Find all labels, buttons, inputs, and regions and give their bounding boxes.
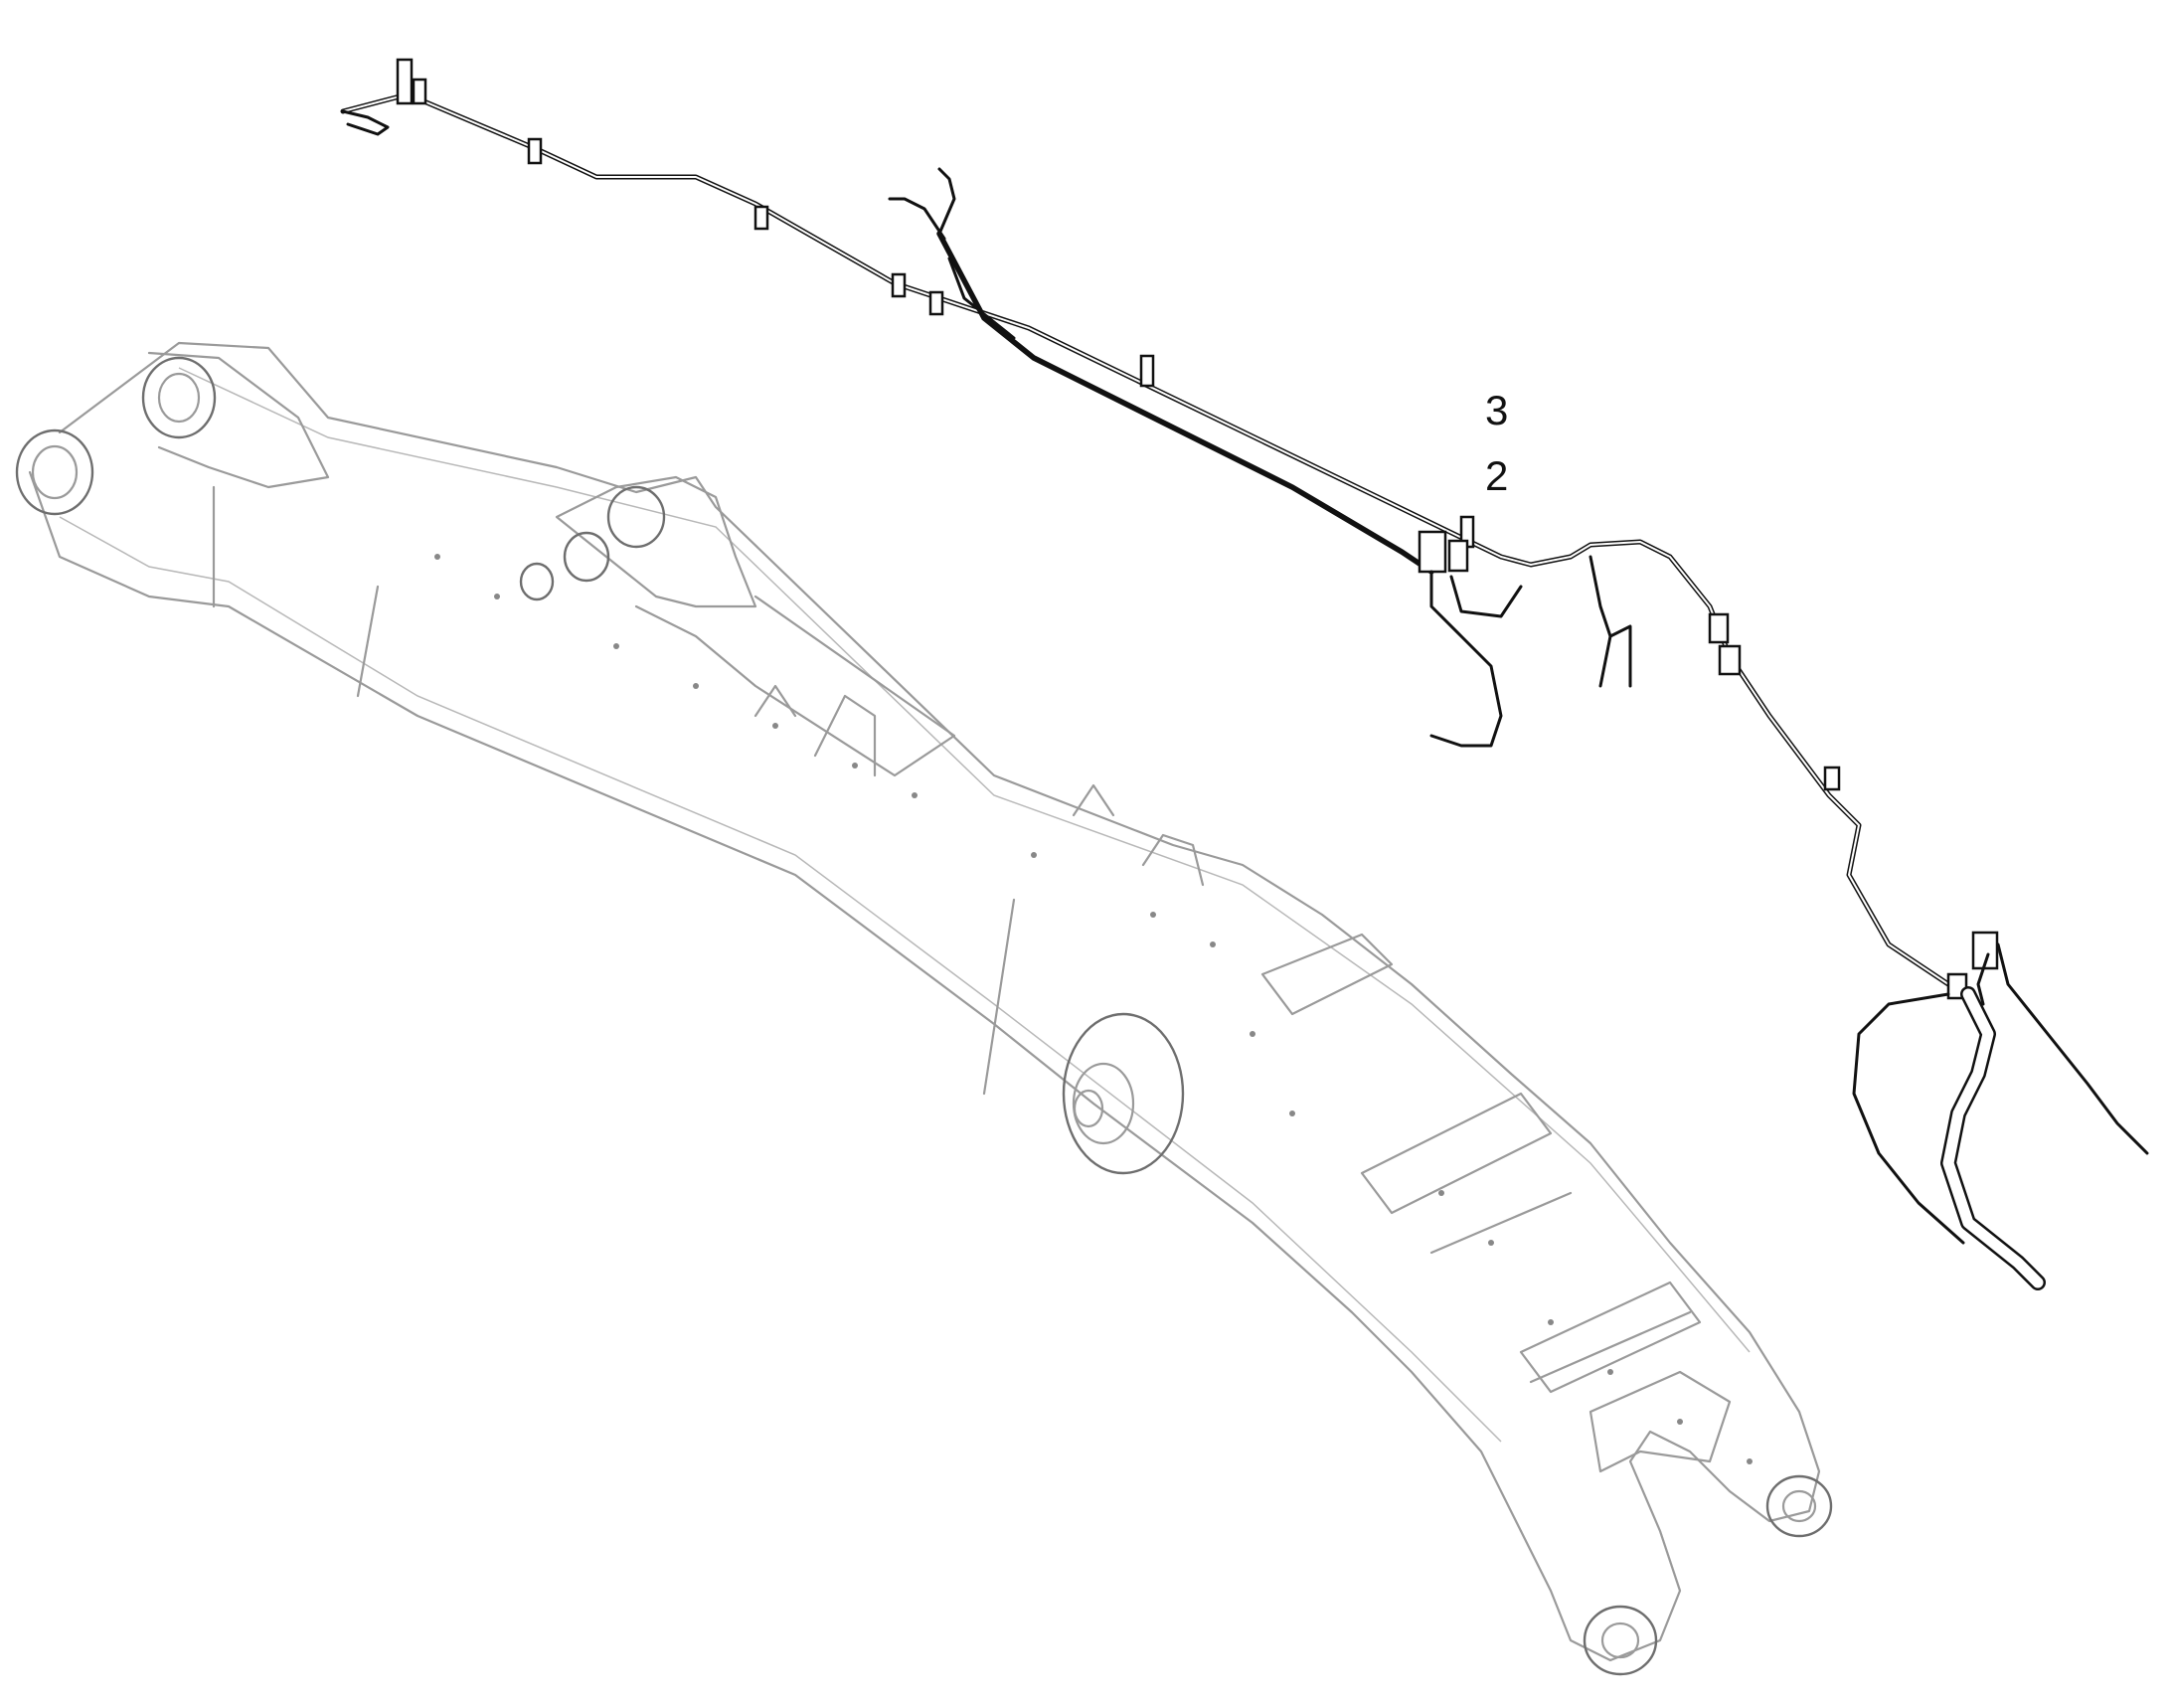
- tube-clamp-4: [928, 290, 944, 316]
- cylinder-pin-boss-1: [606, 485, 666, 549]
- boom-top-edge: [58, 341, 1821, 1662]
- front-cable-left: [1852, 992, 1965, 1245]
- foot-pin-boss-upper-inner: [157, 372, 201, 424]
- arm-pin-boss-upper: [1765, 1474, 1833, 1538]
- boom-bottom-edge-inner: [59, 516, 1502, 1443]
- top-plate-3: [1519, 1281, 1702, 1394]
- tube-end-left: [341, 109, 390, 136]
- arm-pin-boss-lower: [1583, 1605, 1658, 1676]
- cylinder-pin-boss-2: [563, 531, 610, 583]
- cable-harness-main: [936, 231, 1434, 575]
- foot-pin-boss-upper: [141, 356, 217, 439]
- lug-4: [813, 694, 877, 777]
- cylinder-pin-boss-3: [519, 562, 555, 601]
- lug-3: [753, 684, 797, 718]
- arm-pin-boss-lower-inner: [1600, 1622, 1640, 1659]
- tube-clamp-1: [527, 137, 543, 165]
- callout-label-2: 2: [1485, 452, 1509, 499]
- front-hose-inner: [1942, 988, 2044, 1288]
- arm-pin-boss-upper-inner: [1781, 1489, 1817, 1523]
- cable-harness-branch-1: [937, 167, 956, 236]
- tube-clamp-9: [1823, 766, 1841, 791]
- boom-section-line-4: [1429, 1191, 1573, 1255]
- junction-block: [1418, 530, 1447, 574]
- drop-cable-1: [1429, 570, 1503, 748]
- arm-fork-opening: [1588, 1370, 1732, 1473]
- junction-block-2: [1447, 539, 1469, 573]
- top-plate-2: [1360, 1092, 1553, 1215]
- hydraulic-tube-assembly: [340, 58, 2149, 1290]
- excavator-boom: [15, 341, 1833, 1676]
- cylinder-mount-gusset: [634, 595, 956, 777]
- mid-boom-boss: [1062, 1012, 1185, 1175]
- front-cable-right: [1996, 942, 2149, 1155]
- tube-clamp-3: [891, 272, 907, 298]
- callout-label-3: 3: [1485, 387, 1509, 433]
- lug-1: [1072, 783, 1115, 817]
- mid-boom-boss-inner: [1072, 1062, 1135, 1145]
- lug-2: [1141, 833, 1205, 887]
- mid-boom-boss-pin: [1073, 1089, 1104, 1128]
- cable-harness-branch-2: [888, 197, 946, 241]
- end-bracket-left-2: [412, 78, 427, 105]
- boom-section-line-2: [356, 585, 380, 698]
- tube-clamp-2: [753, 205, 769, 231]
- boom-section-line-5: [1529, 1310, 1692, 1384]
- cable-harness-branch-3: [947, 256, 1016, 340]
- bolt-dots: [434, 554, 1753, 1464]
- foot-pin-boss-lower: [15, 428, 94, 516]
- tube-clamp-8: [1718, 644, 1742, 676]
- tube-clamp-5: [1139, 354, 1155, 388]
- drop-cable-2: [1449, 575, 1523, 618]
- top-plate-1: [1260, 933, 1394, 1016]
- boom-top-edge-inner: [178, 367, 1751, 1353]
- front-cable-mid: [1976, 952, 1990, 1006]
- boom-bottom-edge: [28, 470, 1523, 1533]
- boom-section-line-3: [982, 898, 1016, 1096]
- drop-cable-3: [1588, 555, 1632, 688]
- end-bracket-left: [396, 58, 414, 105]
- foot-pin-boss-lower-inner: [31, 444, 79, 500]
- main-tube-highlight: [342, 93, 1949, 985]
- cylinder-mount-bracket: [555, 475, 757, 608]
- tube-clamp-7: [1708, 612, 1730, 644]
- foot-fork: [147, 351, 330, 489]
